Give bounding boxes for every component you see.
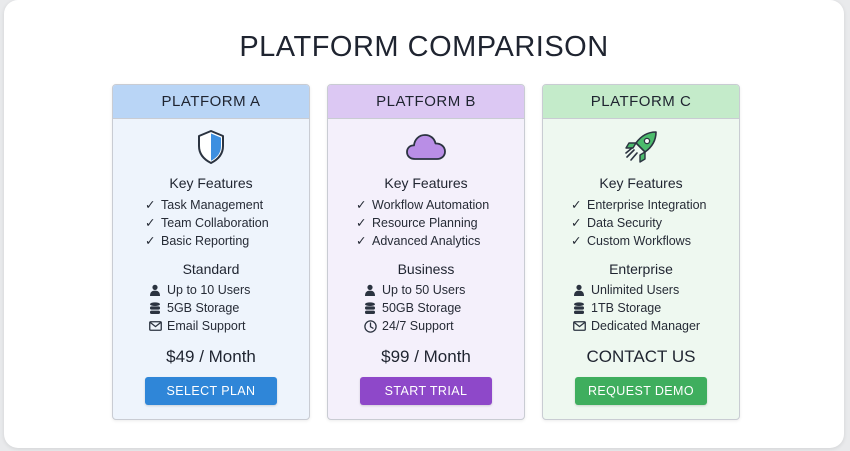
clock-icon	[364, 319, 382, 333]
feature-item: ✓ Enterprise Integration	[571, 196, 707, 214]
plan-name: PLATFORM A	[113, 85, 309, 119]
check-icon: ✓	[356, 198, 367, 212]
spec-item: 24/7 Support	[364, 317, 465, 335]
feature-item: ✓ Resource Planning	[356, 214, 489, 232]
database-icon	[573, 301, 591, 315]
tier-name: Business	[397, 261, 455, 277]
feature-text: Basic Reporting	[161, 234, 250, 248]
spec-text: Up to 50 Users	[382, 283, 466, 297]
feature-text: Enterprise Integration	[587, 198, 707, 212]
feature-text: Advanced Analytics	[372, 234, 481, 248]
feature-text: Resource Planning	[372, 216, 478, 230]
user-icon	[149, 284, 167, 296]
spec-item: Up to 10 Users	[149, 281, 250, 299]
check-icon: ✓	[356, 234, 367, 248]
shield-icon	[113, 129, 309, 165]
spec-list: Up to 10 Users 5GB Storage Email Support	[149, 281, 250, 335]
check-icon: ✓	[571, 198, 582, 212]
feature-item: ✓ Basic Reporting	[145, 232, 269, 250]
feature-list: ✓Workflow Automation ✓Resource Planning …	[356, 196, 489, 250]
spec-text: Email Support	[167, 319, 246, 333]
spec-list: Unlimited Users 1TB Storage Dedicated Ma…	[573, 281, 700, 335]
feature-item: ✓ Custom Workflows	[571, 232, 707, 250]
tier-name: Enterprise	[609, 261, 673, 277]
features-title: Key Features	[599, 175, 683, 191]
comparison-panel: PLATFORM COMPARISON PLATFORM A Key Featu…	[4, 0, 844, 448]
spec-item: Up to 50 Users	[364, 281, 465, 299]
feature-text: Workflow Automation	[372, 198, 490, 212]
plan-card-platform-a: PLATFORM A Key Features ✓ Task Management…	[112, 84, 310, 420]
check-icon: ✓	[571, 216, 582, 230]
feature-list: ✓ Enterprise Integration ✓ Data Security ✓…	[571, 196, 707, 250]
price: $99 / Month	[381, 347, 471, 366]
feature-text: Team Collaboration	[161, 216, 269, 230]
plan-name: PLATFORM C	[543, 85, 739, 119]
envelope-icon	[149, 321, 167, 331]
check-icon: ✓	[145, 216, 156, 230]
spec-item: Email Support	[149, 317, 250, 335]
check-icon: ✓	[571, 234, 582, 248]
feature-item: ✓ Workflow Automation	[356, 196, 489, 214]
price: CONTACT US	[586, 347, 696, 366]
plan-card-platform-c: PLATFORM C Key Features ✓ Enterprise Inte…	[542, 84, 740, 420]
request-demo-button[interactable]: REQUEST DEMO	[575, 377, 707, 405]
spec-text: 5GB Storage	[167, 301, 240, 315]
spec-text: Up to 10 Users	[167, 283, 251, 297]
select-plan-button[interactable]: SELECT PLAN	[145, 377, 277, 405]
plan-name: PLATFORM B	[328, 85, 524, 119]
check-icon: ✓	[145, 234, 156, 248]
spec-list: Up to 50 Users 50GB Storage 24/7 Support	[364, 281, 465, 335]
database-icon	[149, 301, 167, 315]
feature-item: ✓ Task Management	[145, 196, 269, 214]
feature-text: Custom Workflows	[587, 234, 691, 248]
start-trial-button[interactable]: START TRIAL	[360, 377, 492, 405]
spec-item: Dedicated Manager	[573, 317, 700, 335]
spec-item: 50GB Storage	[364, 299, 465, 317]
envelope-icon	[573, 321, 591, 331]
spec-text: Unlimited Users	[591, 283, 680, 297]
feature-item: ✓ Data Security	[571, 214, 707, 232]
feature-item: ✓ Advanced Analytics	[356, 232, 489, 250]
user-icon	[573, 284, 591, 296]
spec-text: Dedicated Manager	[591, 319, 701, 333]
price: $49 / Month	[166, 347, 256, 366]
spec-item: 5GB Storage	[149, 299, 250, 317]
check-icon: ✓	[145, 198, 156, 212]
feature-item: ✓ Team Collaboration	[145, 214, 269, 232]
features-title: Key Features	[384, 175, 468, 191]
spec-text: 50GB Storage	[382, 301, 462, 315]
feature-text: Task Management	[161, 198, 264, 212]
cloud-icon	[328, 129, 524, 165]
spec-text: 1TB Storage	[591, 301, 662, 315]
check-icon: ✓	[356, 216, 367, 230]
spec-item: Unlimited Users	[573, 281, 700, 299]
spec-text: 24/7 Support	[382, 319, 454, 333]
features-title: Key Features	[169, 175, 253, 191]
database-icon	[364, 301, 382, 315]
feature-text: Data Security	[587, 216, 663, 230]
rocket-icon	[543, 129, 739, 165]
page-title: PLATFORM COMPARISON	[239, 31, 609, 63]
user-icon	[364, 284, 382, 296]
tier-name: Standard	[182, 261, 240, 277]
spec-item: 1TB Storage	[573, 299, 700, 317]
feature-list: ✓ Task Management ✓ Team Collaboration ✓ Ba…	[145, 196, 269, 250]
plan-card-platform-b: PLATFORM B Key Features ✓ Workflow Automa…	[327, 84, 525, 420]
